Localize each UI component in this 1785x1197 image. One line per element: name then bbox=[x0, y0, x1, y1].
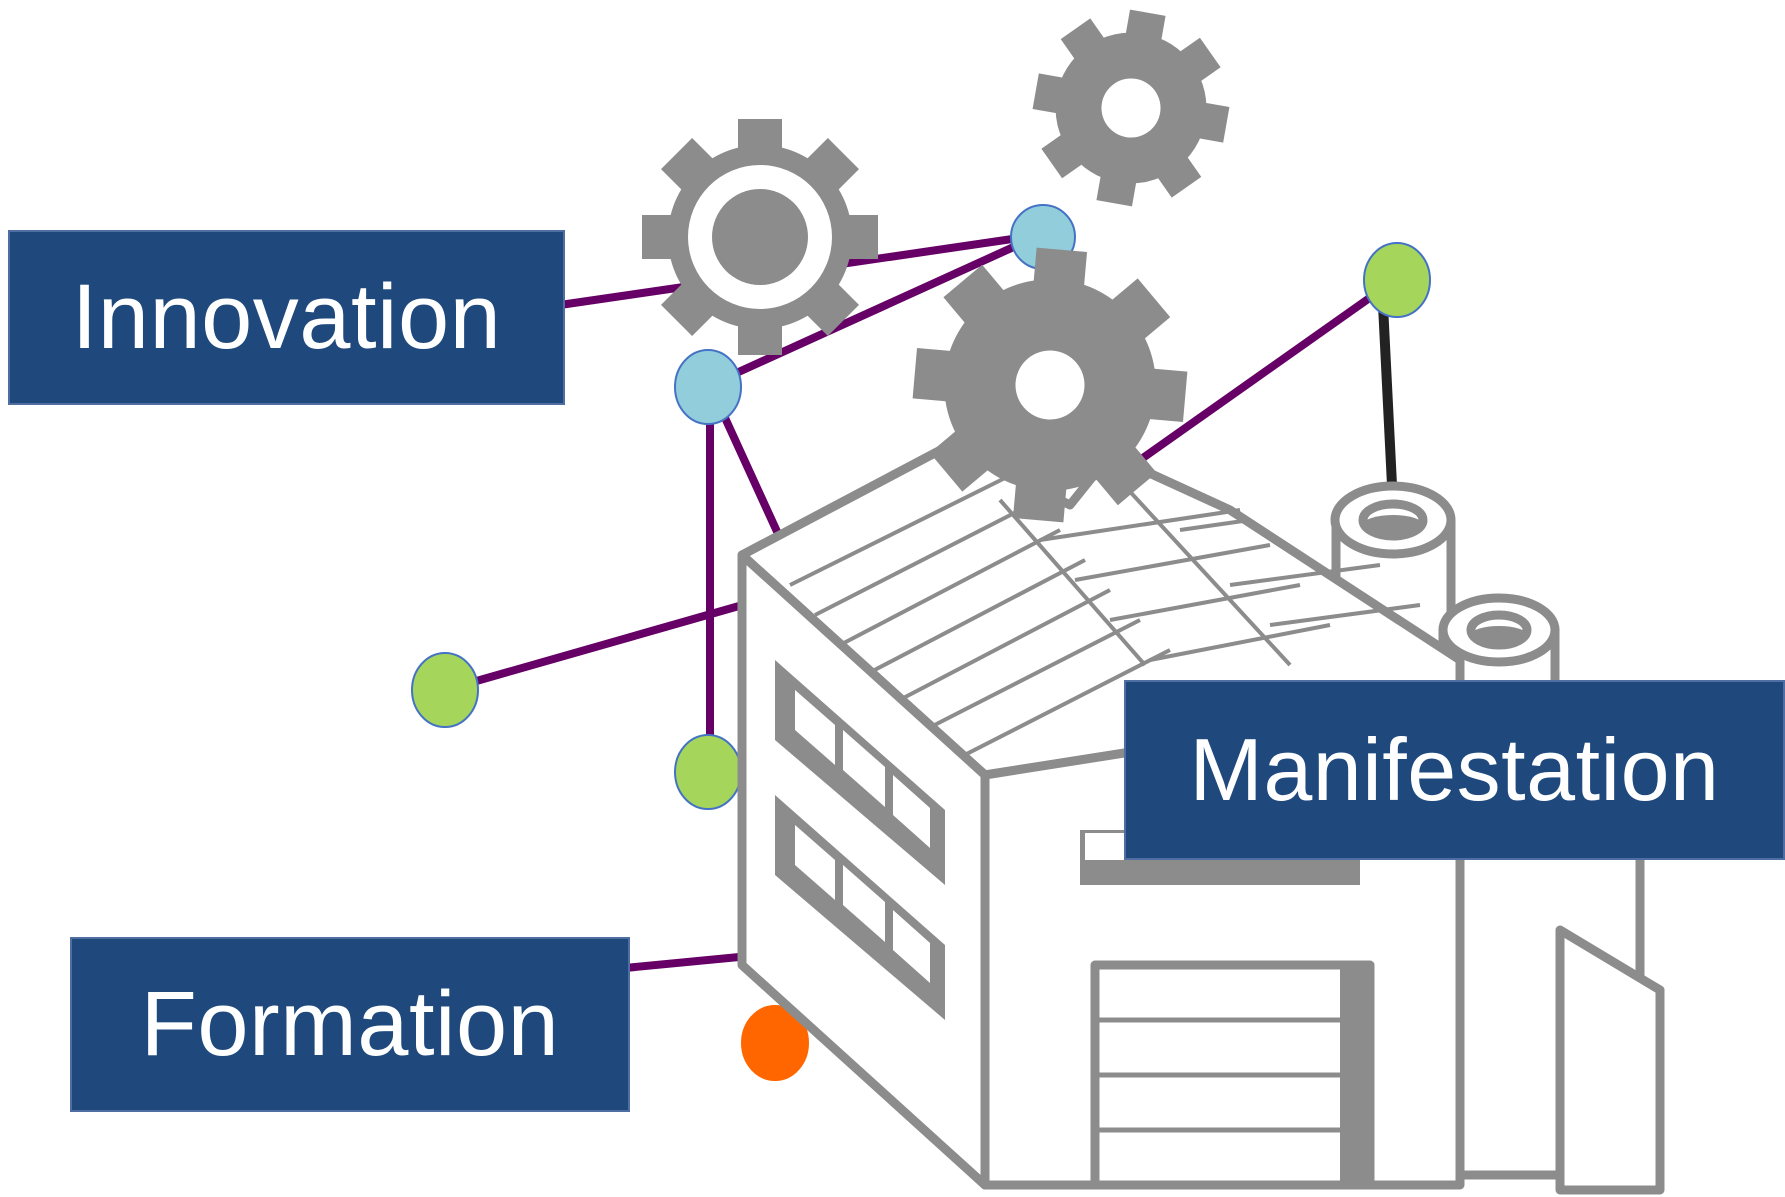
gear-icon bbox=[902, 237, 1198, 533]
edge-left-node bbox=[441, 596, 764, 694]
node-green-center bbox=[674, 734, 742, 810]
formation-label-text: Formation bbox=[140, 973, 560, 1075]
formation-label: Formation bbox=[70, 937, 630, 1112]
edge-right-node bbox=[1136, 276, 1399, 464]
manifestation-label-text: Manifestation bbox=[1189, 720, 1720, 819]
gear-icon bbox=[642, 119, 878, 355]
edge-hub-top bbox=[706, 231, 1044, 389]
node-green-right bbox=[1363, 242, 1431, 318]
nodes bbox=[411, 204, 1431, 1081]
node-blue-hub bbox=[674, 349, 742, 425]
manifestation-label: Manifestation bbox=[1124, 680, 1785, 860]
innovation-label: Innovation bbox=[8, 230, 565, 405]
edge-right-chimney bbox=[1377, 280, 1397, 490]
node-green-left bbox=[411, 652, 479, 728]
node-orange bbox=[741, 1005, 809, 1081]
gear-icon bbox=[1018, 0, 1244, 221]
edges bbox=[441, 231, 1399, 972]
innovation-label-text: Innovation bbox=[71, 266, 502, 368]
